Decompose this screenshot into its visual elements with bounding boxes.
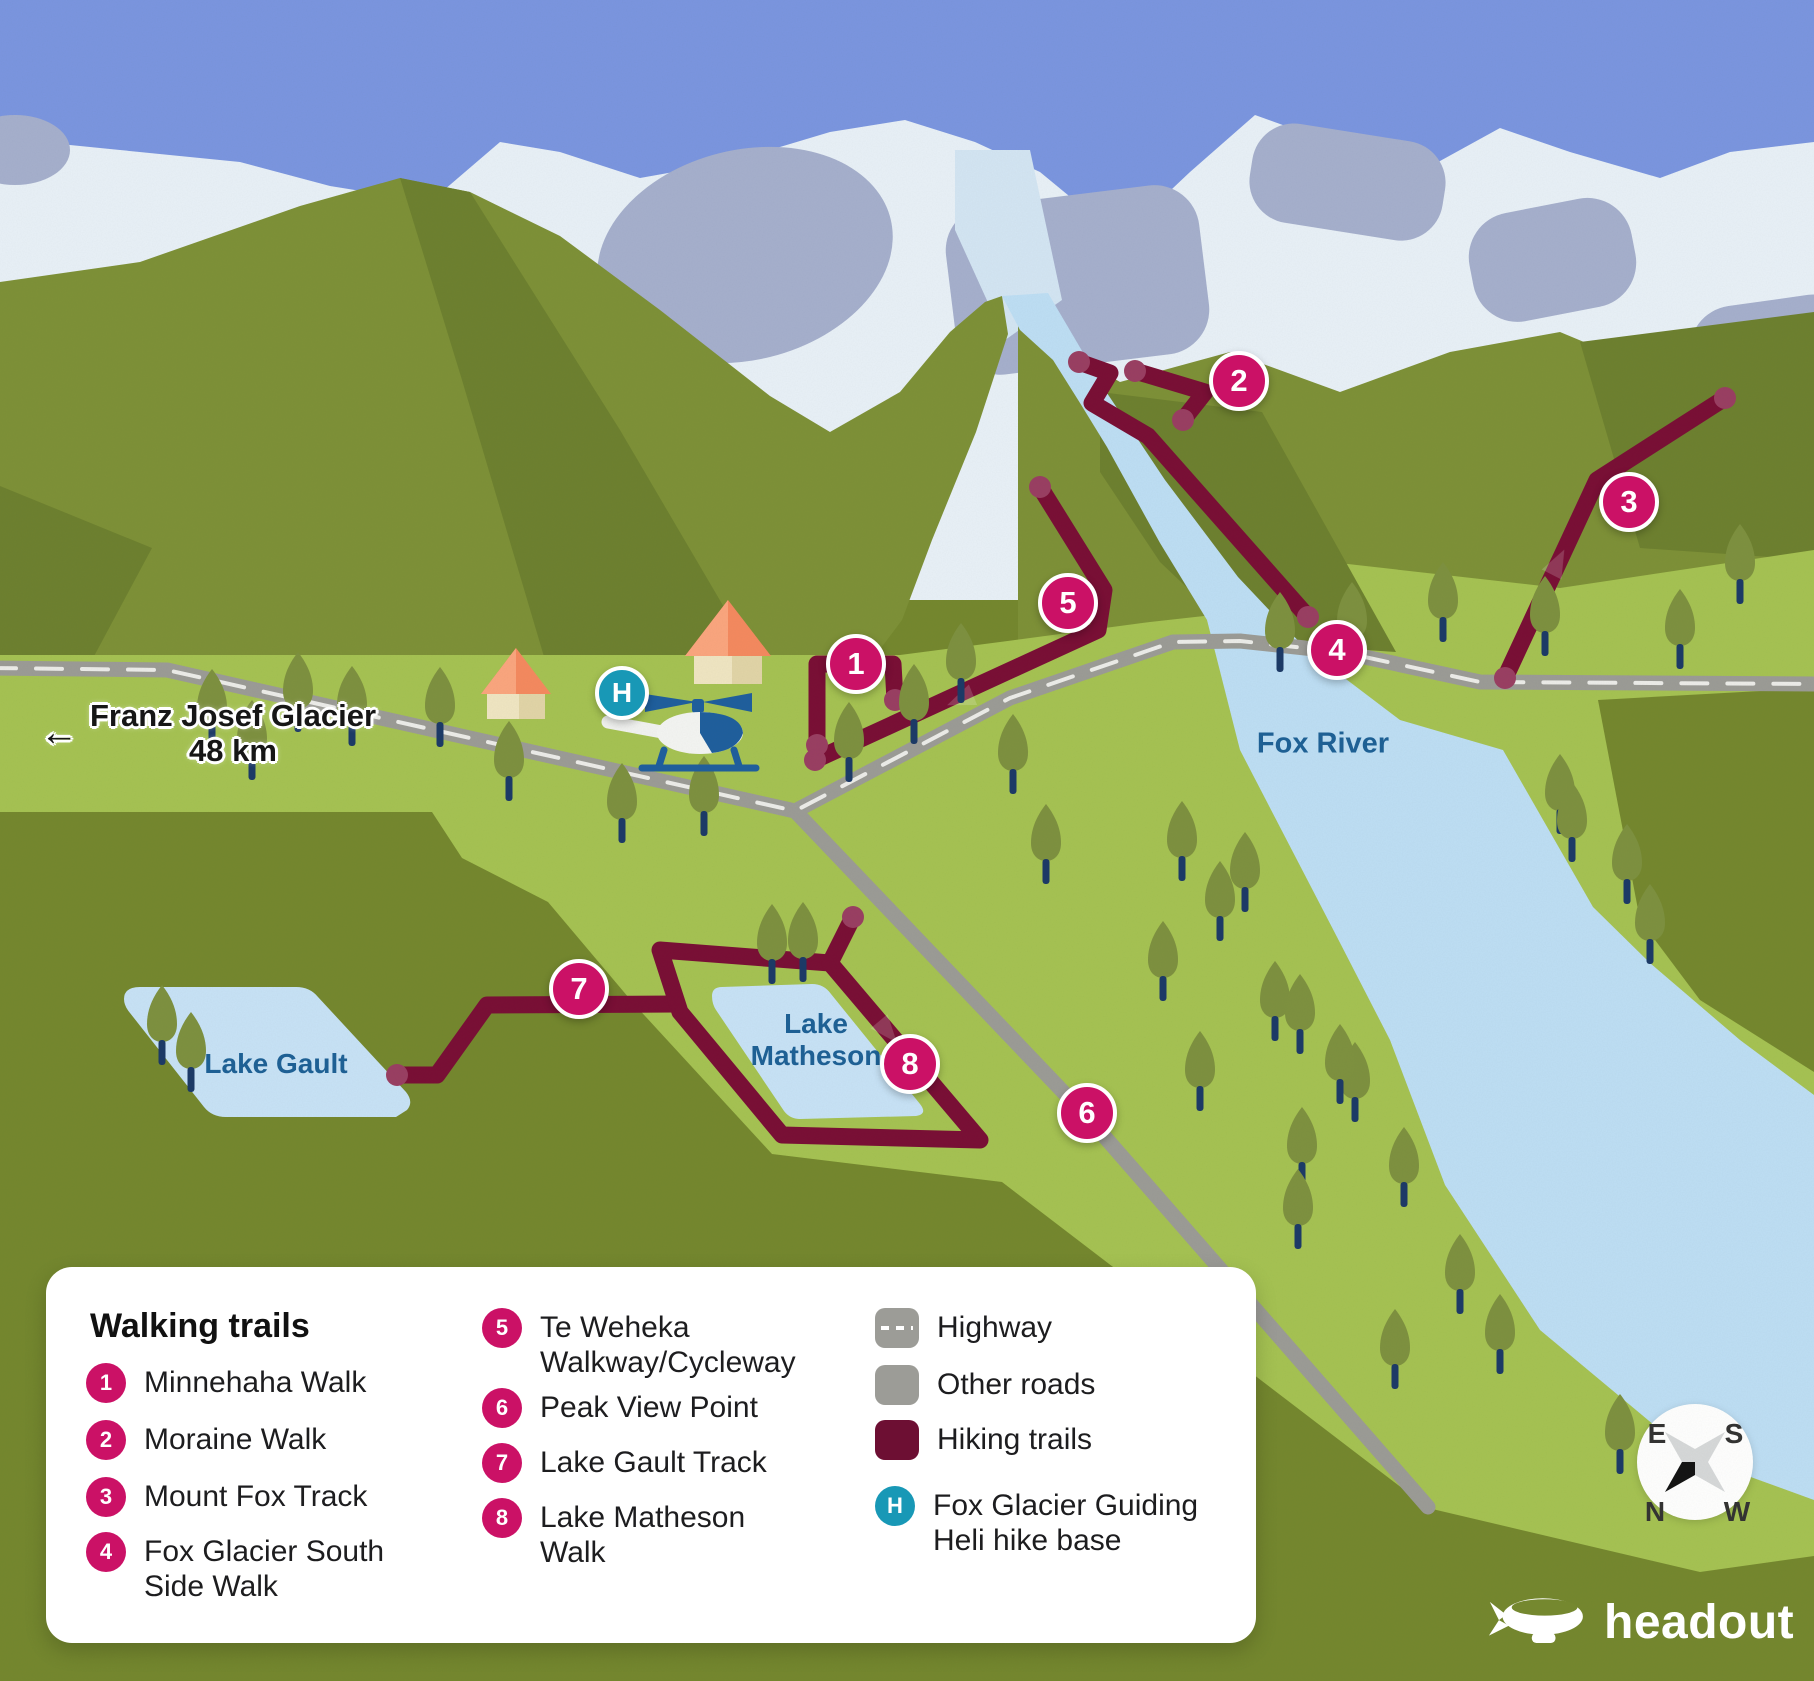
legend-label: Highway (937, 1311, 1053, 1344)
blimp-icon (1488, 1598, 1583, 1643)
sign-line1: Franz Josef Glacier (90, 698, 377, 733)
legend-item-2: 2 Moraine Walk (86, 1420, 402, 1460)
legend-badge-1: 1 (86, 1363, 126, 1403)
legend-badge-7: 7 (482, 1443, 522, 1483)
legend-symbol-highway: Highway (875, 1308, 1205, 1348)
brand-name: headout (1604, 1595, 1795, 1649)
heli-base-marker[interactable]: H (595, 666, 649, 720)
map-marker-4[interactable]: 4 (1307, 620, 1367, 680)
legend-label: Lake Gault Track (540, 1446, 767, 1479)
map-marker-2[interactable]: 2 (1209, 351, 1269, 411)
legend-label: Minnehaha Walk (144, 1366, 367, 1399)
legend-badge-3: 3 (86, 1477, 126, 1517)
legend-label: Te Weheka Walkway/Cycleway (540, 1311, 796, 1379)
hiking-trail-icon (875, 1420, 919, 1460)
map-marker-6[interactable]: 6 (1057, 1083, 1117, 1143)
legend-label: Fox Glacier South Side Walk (144, 1535, 385, 1603)
legend-symbol-hiking-trails: Hiking trails (875, 1420, 1205, 1460)
franz-josef-direction-sign: ← Franz Josef Glacier 48 km (40, 698, 376, 768)
legend-panel: Walking trails 1 Minnehaha Walk 2 Morain… (46, 1267, 1256, 1643)
legend-item-1: 1 Minnehaha Walk (86, 1363, 402, 1403)
legend-item-6: 6 Peak View Point (482, 1388, 792, 1428)
legend-label: Mount Fox Track (144, 1480, 368, 1513)
legend-item-4: 4 Fox Glacier South Side Walk (86, 1532, 402, 1604)
legend-symbol-other-roads: Other roads (875, 1365, 1205, 1405)
map-marker-3[interactable]: 3 (1599, 472, 1659, 532)
legend-label: Moraine Walk (144, 1423, 327, 1456)
legend-label: Peak View Point (540, 1391, 758, 1424)
legend-item-5: 5 Te Weheka Walkway/Cycleway (482, 1308, 796, 1380)
legend-label: Lake Matheson Walk (540, 1501, 746, 1569)
left-arrow-icon: ← (40, 711, 78, 754)
legend-title: Walking trails (90, 1307, 310, 1345)
map-marker-1[interactable]: 1 (826, 634, 886, 694)
other-road-icon (875, 1365, 919, 1405)
legend-item-7: 7 Lake Gault Track (482, 1443, 792, 1483)
lake-matheson-label: Lake Matheson (751, 1008, 882, 1072)
sign-line2: 48 km (189, 733, 277, 768)
legend-label: Hiking trails (937, 1423, 1093, 1456)
legend-item-3: 3 Mount Fox Track (86, 1477, 402, 1517)
map-marker-5[interactable]: 5 (1038, 573, 1098, 633)
legend-item-8: 8 Lake Matheson Walk (482, 1498, 778, 1570)
lake-gault-label: Lake Gault (204, 1048, 348, 1079)
legend-badge-4: 4 (86, 1532, 126, 1572)
map-marker-8[interactable]: 8 (880, 1034, 940, 1094)
legend-badge-5: 5 (482, 1308, 522, 1348)
fox-river-label: Fox River (1256, 727, 1390, 760)
highway-icon (875, 1308, 919, 1348)
legend-badge-6: 6 (482, 1388, 522, 1428)
legend-badge-2: 2 (86, 1420, 126, 1460)
heli-base-icon: H (875, 1486, 915, 1526)
legend-badge-8: 8 (482, 1498, 522, 1538)
headout-logo: headout (1488, 1590, 1794, 1654)
map-marker-7[interactable]: 7 (549, 959, 609, 1019)
lake-matheson-line2: Matheson (750, 1040, 882, 1071)
legend-label: Fox Glacier Guiding Heli hike base (933, 1489, 1199, 1557)
legend-symbol-heli-base: H Fox Glacier Guiding Heli hike base (875, 1486, 1201, 1558)
legend-label: Other roads (937, 1368, 1096, 1401)
lake-matheson-line1: Lake (784, 1008, 848, 1039)
